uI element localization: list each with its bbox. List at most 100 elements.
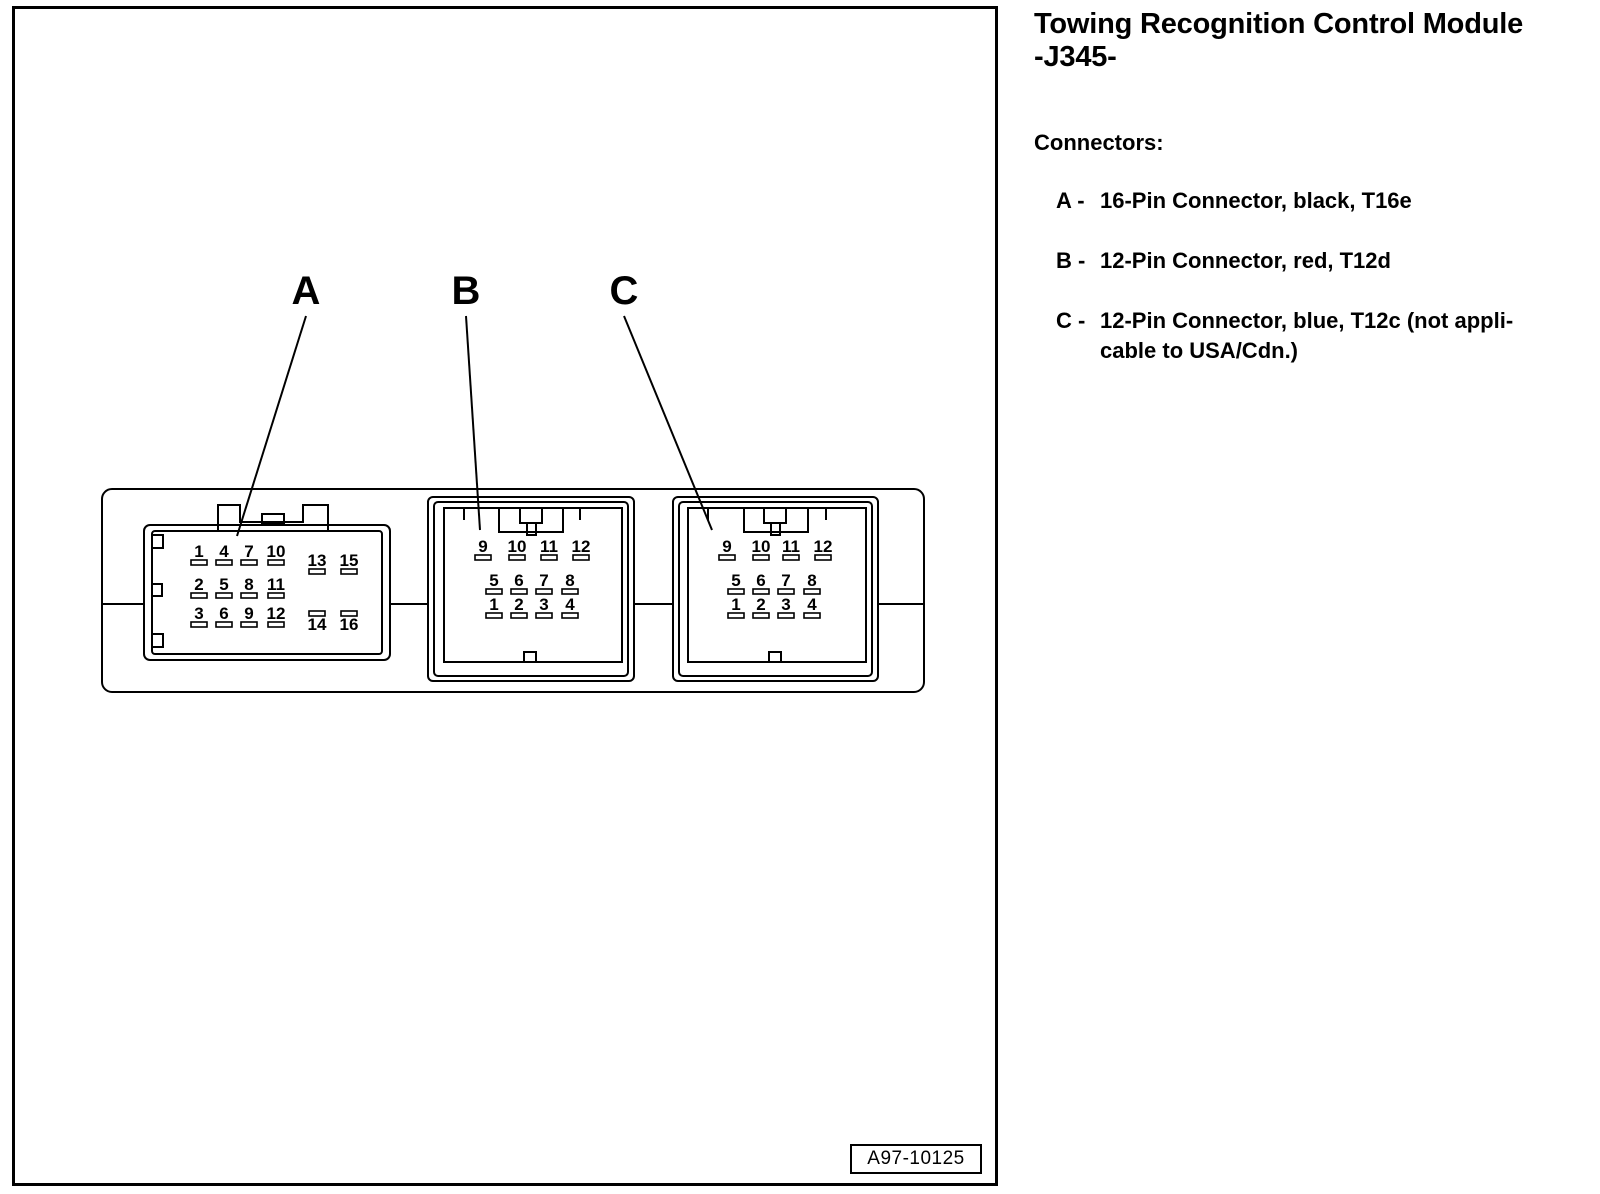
svg-text:10: 10 <box>508 537 527 556</box>
svg-text:5: 5 <box>489 571 498 590</box>
svg-text:11: 11 <box>540 537 558 556</box>
connectors-heading: Connectors: <box>1034 130 1164 155</box>
pin-a-7: 7 <box>240 542 258 566</box>
svg-text:14: 14 <box>308 615 327 634</box>
pin-c-3: 3 <box>777 595 795 619</box>
svg-text:2: 2 <box>194 575 203 594</box>
pin-c-1: 1 <box>727 595 745 619</box>
pin-b-9: 9 <box>474 537 492 561</box>
connector-item-text: 12-Pin Connector, blue, T12c (not appli- <box>1100 308 1514 333</box>
svg-text:6: 6 <box>756 571 765 590</box>
connector-b-housing <box>427 496 635 682</box>
pin-c-5: 5 <box>727 571 745 595</box>
pin-a-4: 4 <box>215 542 233 566</box>
pin-c-7: 7 <box>777 571 795 595</box>
svg-text:6: 6 <box>514 571 523 590</box>
pin-b-1: 1 <box>485 595 503 619</box>
pin-c-8: 8 <box>803 571 821 595</box>
svg-text:4: 4 <box>219 542 229 561</box>
module-housing <box>101 488 925 693</box>
svg-text:1: 1 <box>489 595 498 614</box>
pin-a-6: 6 <box>215 604 233 628</box>
pin-b-5: 5 <box>485 571 503 595</box>
connector-c-housing <box>672 496 879 682</box>
pin-a-1: 1 <box>190 542 208 566</box>
svg-text:2: 2 <box>756 595 765 614</box>
pin-a-2: 2 <box>190 575 208 599</box>
svg-text:5: 5 <box>731 571 740 590</box>
leader-line-a <box>236 315 307 537</box>
pin-b-10: 10 <box>508 537 527 561</box>
pin-b-11: 11 <box>540 537 558 561</box>
connector-item-text: 16-Pin Connector, black, T16e <box>1100 188 1412 213</box>
pin-a-12: 12 <box>267 604 286 628</box>
svg-text:9: 9 <box>244 604 253 623</box>
svg-text:7: 7 <box>539 571 548 590</box>
pin-a-8: 8 <box>240 575 258 599</box>
pin-c-4: 4 <box>803 595 821 619</box>
pin-c-10: 10 <box>752 537 770 561</box>
svg-text:13: 13 <box>308 551 327 570</box>
svg-text:7: 7 <box>244 542 253 561</box>
callout-b: B <box>452 269 481 313</box>
pin-c-2: 2 <box>752 595 770 619</box>
figure-frame <box>12 6 998 1186</box>
description-panel: Towing Recognition Control Module -J345-… <box>1034 8 1594 366</box>
svg-text:1: 1 <box>194 542 203 561</box>
pin-a-10: 10 <box>267 542 286 566</box>
module-title-line1: Towing Recognition Control Module <box>1034 8 1524 40</box>
pin-b-2: 2 <box>510 595 528 619</box>
svg-text:8: 8 <box>807 571 816 590</box>
connector-item-letter: B - <box>1056 248 1092 273</box>
connector-item-letter: C - <box>1056 308 1092 333</box>
pin-b-3: 3 <box>535 595 553 619</box>
svg-text:9: 9 <box>722 537 731 556</box>
callout-c: C <box>610 269 639 313</box>
pin-a-16: 16 <box>340 610 359 634</box>
leader-line-c <box>623 315 713 531</box>
svg-text:5: 5 <box>219 575 228 594</box>
svg-text:8: 8 <box>565 571 574 590</box>
pin-a-11: 11 <box>267 575 285 599</box>
svg-text:1: 1 <box>731 595 740 614</box>
svg-text:3: 3 <box>539 595 548 614</box>
connector-a-housing <box>143 504 391 661</box>
pin-a-3: 3 <box>190 604 208 628</box>
svg-text:11: 11 <box>267 575 285 594</box>
pin-a-14: 14 <box>308 610 327 634</box>
svg-text:2: 2 <box>514 595 523 614</box>
svg-text:15: 15 <box>340 551 359 570</box>
connector-item-b: B - 12-Pin Connector, red, T12d <box>1034 246 1594 276</box>
pin-b-6: 6 <box>510 571 528 595</box>
pin-b-8: 8 <box>561 571 579 595</box>
svg-text:10: 10 <box>267 542 286 561</box>
connector-item-text-cont: cable to USA/Cdn.) <box>1100 338 1299 363</box>
svg-text:16: 16 <box>340 615 359 634</box>
svg-text:7: 7 <box>781 571 790 590</box>
connector-item-letter: A - <box>1056 188 1091 213</box>
svg-text:6: 6 <box>219 604 228 623</box>
svg-text:9: 9 <box>478 537 487 556</box>
pin-c-11: 11 <box>782 537 800 561</box>
pin-c-6: 6 <box>752 571 770 595</box>
connector-item-c: C - 12-Pin Connector, blue, T12c (not ap… <box>1034 306 1594 366</box>
pin-a-9: 9 <box>240 604 258 628</box>
svg-text:3: 3 <box>194 604 203 623</box>
pin-b-12: 12 <box>572 537 591 561</box>
leader-line-b <box>465 315 481 531</box>
connector-item-a: A - 16-Pin Connector, black, T16e <box>1034 186 1594 216</box>
module-title: Towing Recognition Control Module -J345- <box>1034 8 1594 74</box>
svg-text:12: 12 <box>572 537 591 556</box>
pin-b-4: 4 <box>561 595 579 619</box>
svg-text:12: 12 <box>814 537 833 556</box>
figure-id-label: A97-10125 <box>850 1144 982 1174</box>
pin-b-7: 7 <box>535 571 553 595</box>
svg-text:12: 12 <box>267 604 286 623</box>
svg-text:3: 3 <box>781 595 790 614</box>
pin-c-12: 12 <box>814 537 833 561</box>
svg-text:4: 4 <box>565 595 575 614</box>
pin-a-13: 13 <box>308 551 327 575</box>
pin-a-5: 5 <box>215 575 233 599</box>
